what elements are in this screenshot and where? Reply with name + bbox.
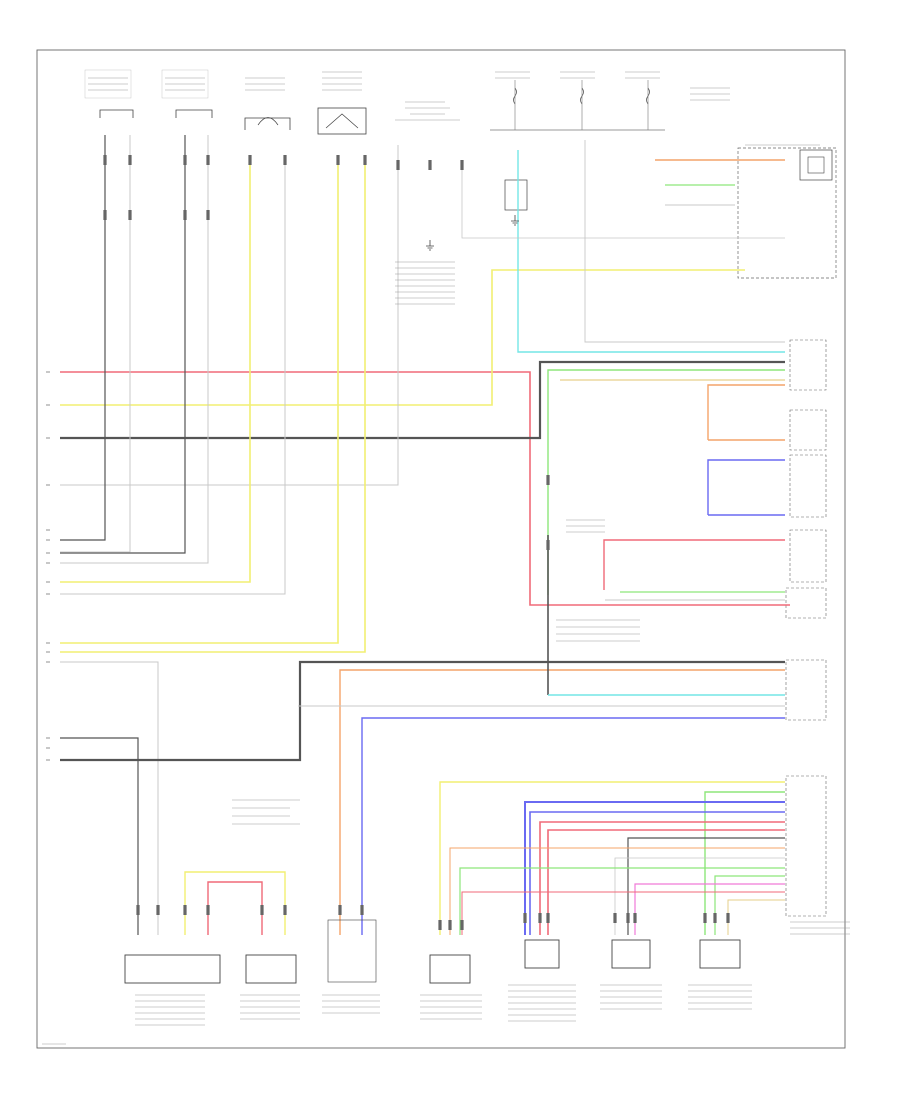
wire-blue-37: [524, 801, 785, 935]
ground-icon: [426, 240, 434, 251]
connector-pin: [206, 155, 210, 165]
connector-pin: [260, 905, 264, 915]
connector-pin: [103, 155, 107, 165]
ecu-connectors-right: [785, 339, 850, 935]
combination-meter: [737, 144, 837, 279]
wire-light_green-45: [714, 875, 785, 935]
connector-pin: [438, 920, 442, 930]
connector-pin: [156, 905, 160, 915]
sensor-label-3: [245, 77, 285, 91]
wire-yellow-10: [60, 160, 339, 644]
sensor-label-1: [84, 69, 132, 99]
wire-layer: [60, 135, 790, 935]
wire-yellow-8: [60, 160, 251, 583]
wire-blue-24: [707, 459, 785, 515]
wire-tan-48: [727, 899, 785, 935]
sensor-label-4: [322, 71, 362, 91]
connector-pin: [128, 210, 132, 220]
wire-orange-42: [449, 847, 785, 935]
wire-white-19: [584, 140, 785, 343]
connector-pin: [713, 913, 717, 923]
connector-pin: [183, 210, 187, 220]
wire-black-13: [60, 737, 139, 935]
connector-pin: [103, 210, 107, 220]
diagram-frame: [36, 49, 846, 1049]
connector-pin: [206, 905, 210, 915]
wire-white-9: [60, 160, 286, 595]
connector-pin: [283, 155, 287, 165]
connector-pin: [448, 920, 452, 930]
connector-pin: [183, 155, 187, 165]
wire-red-26: [603, 539, 785, 590]
connector-pin: [523, 913, 527, 923]
connector-pin: [283, 905, 287, 915]
wire-white-7: [60, 135, 131, 553]
connector-pin: [633, 913, 637, 923]
wire-white-3: [60, 145, 399, 486]
connector-pin: [128, 155, 132, 165]
wire-light_green-20: [547, 369, 785, 595]
connector-pin: [206, 210, 210, 220]
wire-blue-17: [361, 717, 785, 935]
connector-pin: [613, 913, 617, 923]
wire-orange-22: [707, 384, 785, 440]
wire-red-40: [547, 829, 785, 935]
connector-pin: [546, 475, 550, 485]
connector-pin: [546, 540, 550, 550]
connector-pin: [726, 913, 730, 923]
connector-pin: [460, 920, 464, 930]
connector-pin: [546, 913, 550, 923]
ground-icon: [511, 215, 519, 226]
wire-red-39: [539, 821, 785, 935]
connector-pins: [46, 155, 730, 930]
connector-pin: [626, 913, 630, 923]
wire-white-12: [60, 661, 159, 935]
wire-black-4: [60, 135, 106, 541]
wire-red-0: [60, 371, 790, 606]
wire-orange-15: [339, 669, 785, 935]
wire-yellow-1: [60, 269, 745, 406]
wire-black-2: [60, 360, 785, 440]
wire-cyan-18: [517, 150, 785, 353]
wire-light_green-44: [459, 867, 785, 935]
wire-yellow-49: [184, 871, 286, 935]
connector-pin: [428, 160, 432, 170]
connector-pin: [703, 913, 707, 923]
connector-pin: [360, 905, 364, 915]
wire-black-41: [627, 837, 785, 935]
connector-pin: [136, 905, 140, 915]
connector-pin: [338, 905, 342, 915]
wire-black-5: [60, 135, 186, 554]
wire-white-43: [614, 857, 785, 935]
connector-pin: [363, 155, 367, 165]
top-sensors: [84, 69, 460, 135]
wire-red-47: [461, 891, 785, 935]
wire-red-50: [207, 881, 263, 935]
connector-pin: [396, 160, 400, 170]
connector-pin: [460, 160, 464, 170]
wire-yellow-11: [60, 160, 366, 653]
connector-pin: [538, 913, 542, 923]
wire-light_green-36: [704, 791, 785, 935]
wire-black-14: [60, 660, 785, 762]
wire-yellow-35: [439, 781, 785, 935]
wire-blue-38: [529, 811, 785, 935]
wire-white-34: [461, 160, 785, 239]
connector-pin: [248, 155, 252, 165]
bottom-components: [42, 261, 752, 1045]
wire-white-6: [60, 135, 209, 564]
connector-pin: [183, 905, 187, 915]
connector-pin: [336, 155, 340, 165]
fuse-block: [490, 71, 730, 211]
sensor-label-2: [161, 69, 209, 99]
